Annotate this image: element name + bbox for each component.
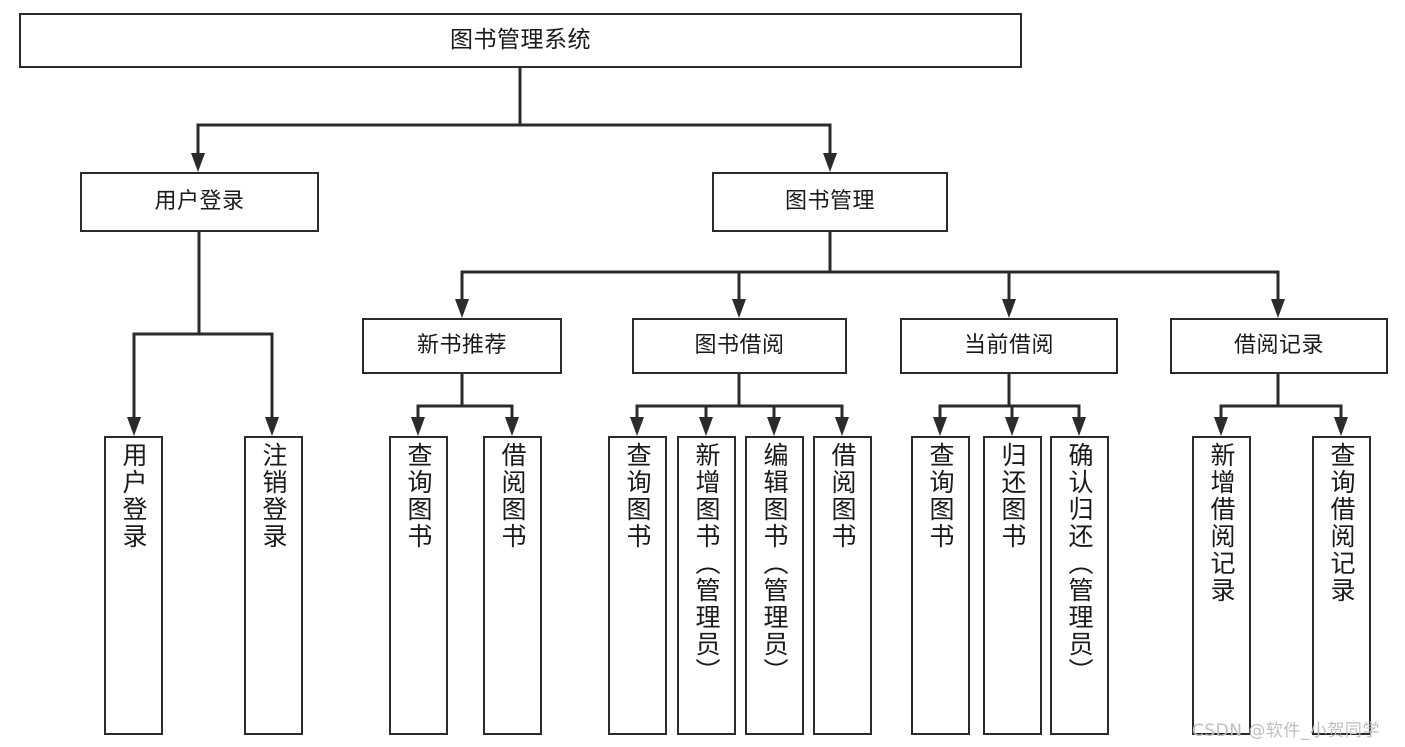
node-leaf-br-add[interactable]: 新增借阅记录 xyxy=(1192,436,1251,735)
node-leaf-cb-return[interactable]: 归还图书 xyxy=(983,436,1042,735)
node-user-login-label: 用户登录 xyxy=(154,188,245,214)
node-leaf-user-logout[interactable]: 注销登录 xyxy=(244,436,303,735)
node-current-borrow-label: 当前借阅 xyxy=(963,332,1054,358)
node-leaf-bb-query[interactable]: 查询图书 xyxy=(608,436,667,735)
csdn-watermark: CSDN @软件_小贺同学 xyxy=(1192,721,1380,741)
node-leaf-cb-query[interactable]: 查询图书 xyxy=(911,436,970,735)
node-leaf-bb-add[interactable]: 新增图书（管理员） xyxy=(677,436,736,735)
node-leaf-br-query-label: 查询借阅记录 xyxy=(1327,442,1356,604)
node-leaf-bb-borrow[interactable]: 借阅图书 xyxy=(813,436,872,735)
node-borrow-record[interactable]: 借阅记录 xyxy=(1170,318,1388,374)
node-book-manage[interactable]: 图书管理 xyxy=(712,172,948,232)
node-leaf-cb-return-label: 归还图书 xyxy=(998,442,1027,550)
node-leaf-bb-edit-label: 编辑图书（管理员） xyxy=(760,442,789,685)
node-new-book-rec[interactable]: 新书推荐 xyxy=(362,318,562,374)
node-root[interactable]: 图书管理系统 xyxy=(19,13,1022,68)
node-borrow-record-label: 借阅记录 xyxy=(1233,332,1324,358)
node-leaf-br-add-label: 新增借阅记录 xyxy=(1207,442,1236,604)
node-leaf-user-logout-label: 注销登录 xyxy=(259,442,288,550)
node-leaf-cb-query-label: 查询图书 xyxy=(926,442,955,550)
node-book-borrow-label: 图书借阅 xyxy=(694,332,785,358)
node-root-label: 图书管理系统 xyxy=(450,26,591,53)
node-user-login[interactable]: 用户登录 xyxy=(80,172,319,232)
node-book-manage-label: 图书管理 xyxy=(784,188,875,214)
node-current-borrow[interactable]: 当前借阅 xyxy=(900,318,1118,374)
node-leaf-cb-confirm-label: 确认归还（管理员） xyxy=(1065,442,1094,685)
node-leaf-rec-query-label: 查询图书 xyxy=(404,442,433,550)
node-leaf-bb-edit[interactable]: 编辑图书（管理员） xyxy=(745,436,804,735)
node-leaf-bb-query-label: 查询图书 xyxy=(623,442,652,550)
node-leaf-br-query[interactable]: 查询借阅记录 xyxy=(1312,436,1371,735)
node-book-borrow[interactable]: 图书借阅 xyxy=(632,318,847,374)
node-leaf-rec-borrow-label: 借阅图书 xyxy=(498,442,527,550)
node-leaf-user-login-label: 用户登录 xyxy=(119,442,148,550)
node-leaf-rec-borrow[interactable]: 借阅图书 xyxy=(483,436,542,735)
node-leaf-cb-confirm[interactable]: 确认归还（管理员） xyxy=(1050,436,1109,735)
node-leaf-bb-add-label: 新增图书（管理员） xyxy=(692,442,721,685)
node-leaf-rec-query[interactable]: 查询图书 xyxy=(389,436,448,735)
node-new-book-rec-label: 新书推荐 xyxy=(416,332,507,358)
node-leaf-bb-borrow-label: 借阅图书 xyxy=(828,442,857,550)
node-leaf-user-login[interactable]: 用户登录 xyxy=(104,436,163,735)
